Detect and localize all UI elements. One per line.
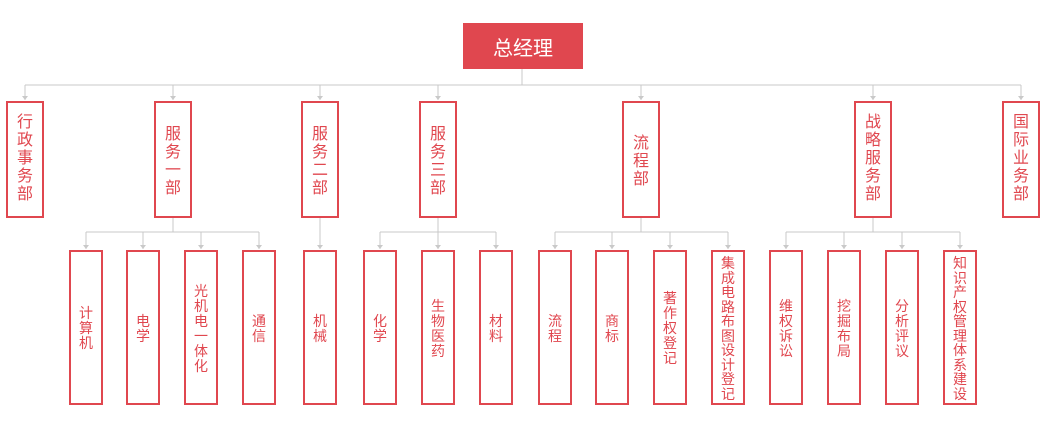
- team-arrow: [317, 245, 323, 249]
- department-box-label: 战略服务部: [864, 112, 881, 203]
- department-box-label: 服务二部: [311, 124, 328, 197]
- department-arrow: [317, 96, 323, 100]
- team-box: 分析评议: [885, 250, 919, 405]
- department-arrow: [22, 96, 28, 100]
- team-arrow: [435, 245, 441, 249]
- team-box-label: 集成电路布图设计登记: [721, 256, 735, 403]
- team-box: 计算机: [69, 250, 103, 405]
- team-box-label: 挖掘布局: [837, 299, 851, 360]
- team-box: 商标: [595, 250, 629, 405]
- team-arrow: [957, 245, 963, 249]
- team-arrow: [198, 245, 204, 249]
- department-arrow: [1018, 96, 1024, 100]
- team-box-label: 流程: [548, 314, 562, 345]
- team-box-label: 光机电一体化: [194, 284, 208, 375]
- team-box: 著作权登记: [653, 250, 687, 405]
- team-arrow: [256, 245, 262, 249]
- team-arrow: [899, 245, 905, 249]
- team-box-label: 电学: [136, 314, 150, 345]
- team-box: 生物医药: [421, 250, 455, 405]
- team-box: 流程: [538, 250, 572, 405]
- team-box-label: 著作权登记: [663, 291, 677, 367]
- team-box: 电学: [126, 250, 160, 405]
- department-box: 流程部: [622, 101, 660, 218]
- team-box: 通信: [242, 250, 276, 405]
- team-arrow: [725, 245, 731, 249]
- team-box: 化学: [363, 250, 397, 405]
- department-arrow: [638, 96, 644, 100]
- team-box: 材料: [479, 250, 513, 405]
- department-arrow: [870, 96, 876, 100]
- team-box-label: 化学: [373, 314, 387, 345]
- team-arrow: [377, 245, 383, 249]
- team-arrow: [667, 245, 673, 249]
- team-box: 光机电一体化: [184, 250, 218, 405]
- team-box-label: 机械: [313, 314, 327, 345]
- team-arrow: [493, 245, 499, 249]
- team-box: 机械: [303, 250, 337, 405]
- department-box: 服务二部: [301, 101, 339, 218]
- team-box: 挖掘布局: [827, 250, 861, 405]
- general-manager-box: 总经理: [463, 23, 583, 69]
- team-arrow: [783, 245, 789, 249]
- department-box-label: 服务三部: [429, 124, 446, 197]
- team-arrow: [83, 245, 89, 249]
- general-manager-label: 总经理: [493, 35, 553, 60]
- department-box: 行政事务部: [6, 101, 44, 218]
- team-box: 维权诉讼: [769, 250, 803, 405]
- department-arrow: [435, 96, 441, 100]
- team-box: 集成电路布图设计登记: [711, 250, 745, 405]
- team-box-label: 分析评议: [895, 299, 909, 360]
- team-box-label: 商标: [605, 314, 619, 345]
- department-box-label: 行政事务部: [16, 112, 33, 203]
- department-box: 国际业务部: [1002, 101, 1040, 218]
- department-box: 战略服务部: [854, 101, 892, 218]
- team-arrow: [609, 245, 615, 249]
- department-box: 服务一部: [154, 101, 192, 218]
- department-box-label: 流程部: [632, 133, 649, 188]
- team-arrow: [841, 245, 847, 249]
- team-box-label: 知识产权管理体系建设: [953, 256, 967, 403]
- team-box: 知识产权管理体系建设: [943, 250, 977, 405]
- team-box-label: 通信: [252, 314, 266, 345]
- team-arrow: [140, 245, 146, 249]
- team-box-label: 计算机: [79, 306, 93, 352]
- department-arrow: [170, 96, 176, 100]
- department-box-label: 国际业务部: [1012, 112, 1029, 203]
- team-arrow: [552, 245, 558, 249]
- department-box-label: 服务一部: [164, 124, 181, 197]
- team-box-label: 材料: [489, 314, 503, 345]
- team-box-label: 生物医药: [431, 299, 445, 360]
- team-box-label: 维权诉讼: [779, 299, 793, 360]
- department-box: 服务三部: [419, 101, 457, 218]
